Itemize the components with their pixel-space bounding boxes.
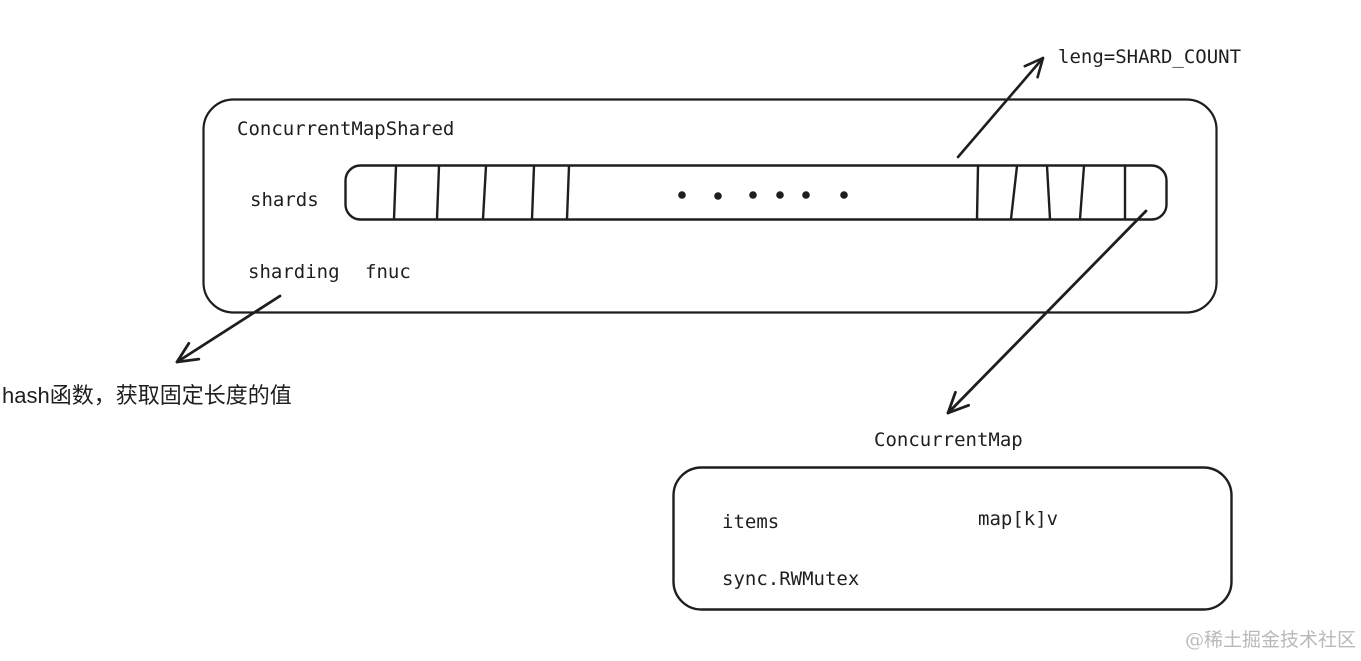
shard-divider — [975, 164, 980, 221]
shard-divider — [1045, 164, 1052, 221]
items-type: map[k]v — [978, 508, 1059, 530]
ellipsis-dot — [678, 191, 686, 199]
shard-dividers-right — [975, 164, 1127, 221]
shard-dividers-left — [392, 164, 571, 221]
ellipsis-dot — [776, 191, 784, 199]
shards-label: shards — [250, 189, 319, 211]
arrow-to-concurrent-map — [946, 209, 1148, 415]
shard-divider — [1078, 164, 1086, 221]
ellipsis-dot — [749, 191, 757, 199]
map-box-outline — [672, 466, 1233, 611]
shard-divider — [435, 164, 441, 221]
shard-divider — [481, 164, 488, 221]
sharding-label: sharding — [248, 261, 340, 283]
ellipsis-dots — [678, 191, 848, 200]
shards-array-bar — [344, 164, 1168, 221]
arrow-to-hash-note — [175, 294, 282, 364]
hash-note: hash函数，获取固定长度的值 — [2, 383, 292, 408]
shard-divider — [565, 164, 571, 221]
shared-box-title: ConcurrentMapShared — [237, 118, 455, 140]
arrow-to-leng — [956, 56, 1045, 159]
map-box-title: ConcurrentMap — [874, 429, 1023, 451]
ellipsis-dot — [714, 192, 722, 200]
shared-box-outline — [202, 98, 1218, 314]
mutex-label: sync.RWMutex — [722, 568, 860, 590]
items-label: items — [722, 511, 780, 533]
shard-divider — [392, 164, 398, 221]
ellipsis-dot — [802, 191, 810, 199]
shard-divider — [1009, 164, 1019, 221]
watermark: @稀土掘金技术社区 — [1184, 629, 1356, 651]
ellipsis-dot — [840, 191, 848, 199]
leng-annotation: leng=SHARD_COUNT — [1058, 46, 1242, 68]
fnuc-label: fnuc — [365, 261, 411, 283]
shard-divider — [530, 164, 536, 221]
